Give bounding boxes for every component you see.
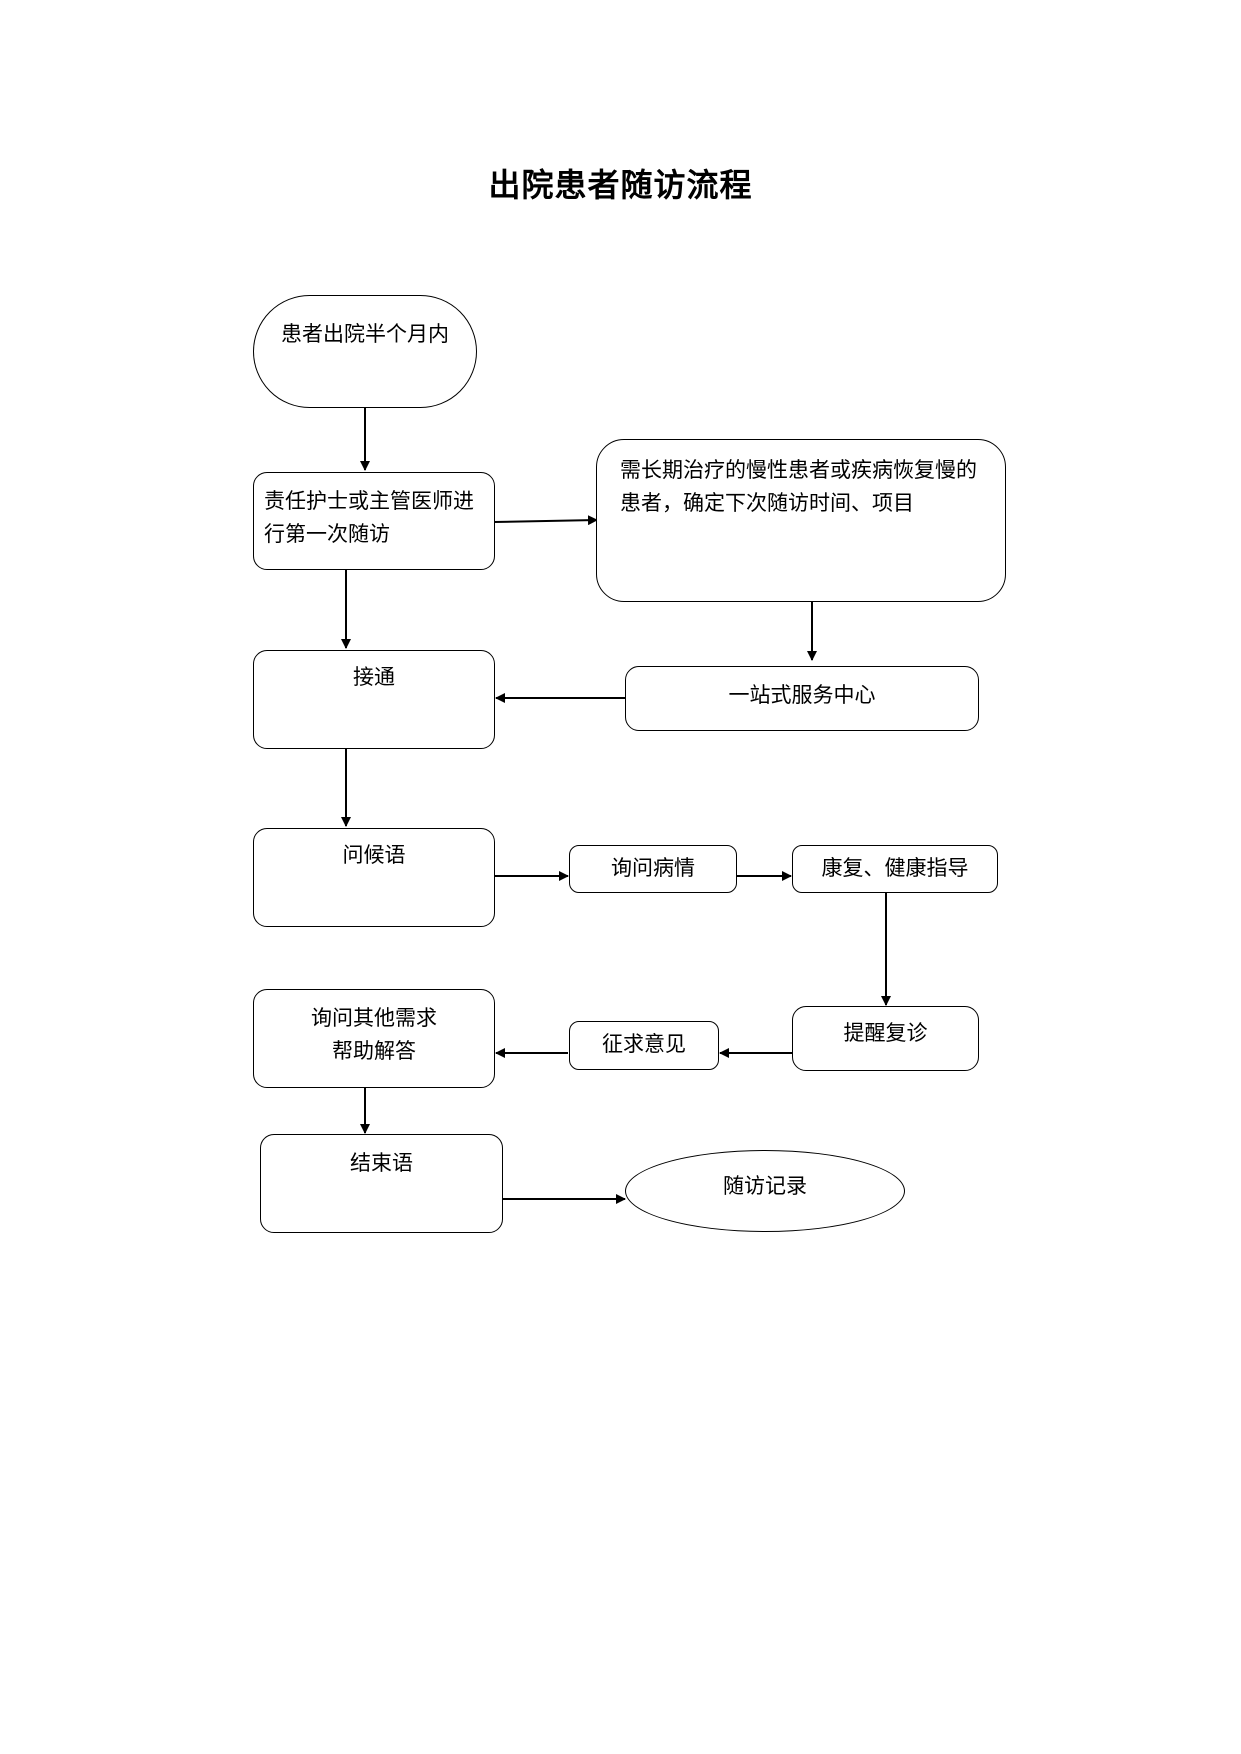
arrow-first-to-chronic — [493, 515, 598, 526]
start-node: 患者出院半个月内 — [253, 295, 477, 408]
first-followup-node: 责任护士或主管医师进行第一次随访 — [253, 472, 495, 570]
greeting-node: 问候语 — [253, 828, 495, 927]
other-needs-node: 询问其他需求 帮助解答 — [253, 989, 495, 1088]
service-center-label: 一站式服务中心 — [728, 683, 876, 707]
ask-condition-node: 询问病情 — [569, 845, 737, 893]
connected-node: 接通 — [253, 650, 495, 749]
remind-revisit-node: 提醒复诊 — [792, 1006, 979, 1071]
other-needs-line2: 帮助解答 — [332, 1039, 416, 1063]
opinion-node: 征求意见 — [569, 1021, 719, 1070]
ask-condition-label: 询问病情 — [611, 856, 695, 880]
opinion-label: 征求意见 — [602, 1032, 686, 1056]
connected-label: 接通 — [353, 665, 395, 689]
first-followup-label: 责任护士或主管医师进行第一次随访 — [264, 489, 474, 546]
chronic-patient-label: 需长期治疗的慢性患者或疾病恢复慢的患者，确定下次随访时间、项目 — [620, 458, 977, 515]
rehab-guidance-label: 康复、健康指导 — [821, 856, 969, 880]
closing-label: 结束语 — [350, 1151, 413, 1175]
other-needs-line1: 询问其他需求 — [311, 1006, 437, 1030]
service-center-node: 一站式服务中心 — [625, 666, 979, 731]
page-title: 出院患者随访流程 — [488, 166, 753, 204]
remind-revisit-label: 提醒复诊 — [843, 1021, 928, 1045]
rehab-guidance-node: 康复、健康指导 — [792, 845, 998, 893]
closing-node: 结束语 — [260, 1134, 503, 1233]
record-label: 随访记录 — [723, 1174, 807, 1198]
start-node-label: 患者出院半个月内 — [281, 322, 449, 346]
greeting-label: 问候语 — [342, 843, 406, 867]
chronic-patient-node: 需长期治疗的慢性患者或疾病恢复慢的患者，确定下次随访时间、项目 — [596, 439, 1006, 602]
record-node: 随访记录 — [625, 1150, 905, 1232]
